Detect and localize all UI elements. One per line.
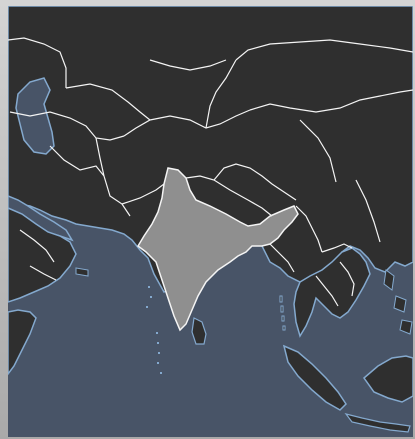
socotra-island[interactable] <box>75 267 89 277</box>
maldives-islands[interactable] <box>156 332 162 374</box>
sumatra-island[interactable] <box>282 344 347 411</box>
sri-lanka-island[interactable] <box>191 317 207 345</box>
andaman-islands[interactable] <box>279 295 286 331</box>
arabian-peninsula[interactable] <box>8 207 77 303</box>
java-island[interactable] <box>344 413 411 433</box>
caspian-sea <box>15 77 55 155</box>
philippines-islands[interactable] <box>383 269 413 335</box>
lakshadweep-islands[interactable] <box>146 286 152 308</box>
africa-horn[interactable] <box>8 309 37 376</box>
country-borders <box>8 37 413 307</box>
indochina-peninsula[interactable] <box>293 247 371 338</box>
world-map[interactable] <box>8 6 413 437</box>
india-highlighted-region[interactable] <box>137 167 299 332</box>
borneo-island[interactable] <box>362 355 413 403</box>
map-viewport[interactable] <box>8 6 413 437</box>
